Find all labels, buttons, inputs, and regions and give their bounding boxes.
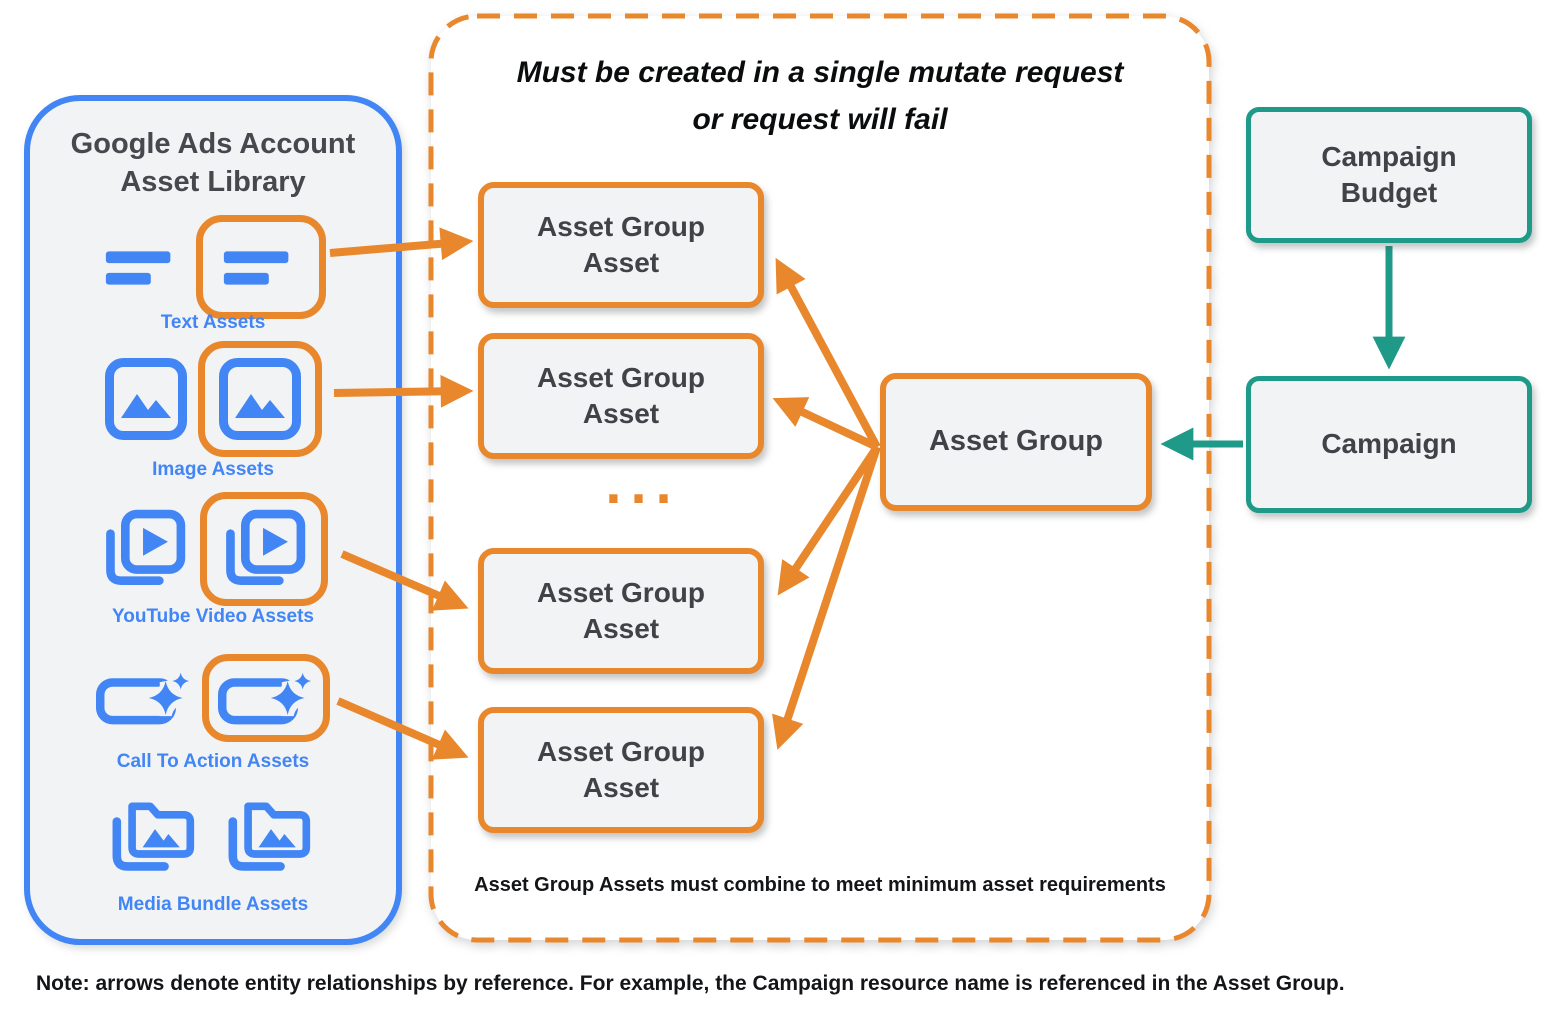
arrow-asset-group-to-box4: [772, 445, 881, 750]
arrow-asset-group-to-box2: [772, 397, 879, 451]
asset-group-asset-box-1: Asset Group Asset: [478, 182, 764, 308]
media-bundle-folder-icon: [223, 791, 319, 875]
asset-row-cta: [30, 654, 396, 742]
image-asset-highlight-outline: [198, 341, 322, 457]
asset-group-asset-box-3: Asset Group Asset: [478, 548, 764, 674]
cta-sparkle-icon: [218, 672, 312, 725]
asset-group-asset-box-2: Asset Group Asset: [478, 333, 764, 459]
media-bundle-assets-label: Media Bundle Assets: [117, 894, 309, 915]
asset-library-panel: Google Ads Account Asset Library Text As…: [24, 95, 402, 945]
cta-sparkle-highlight-outline: [202, 654, 330, 742]
asset-group-box: Asset Group: [880, 373, 1152, 511]
arrow-video-asset-to-box3: [340, 550, 469, 611]
video-stack-icon: [226, 509, 306, 585]
media-bundle-folder-icon: [107, 791, 203, 875]
video-stack-icon: [98, 506, 190, 592]
image-assets-label: Image Assets: [152, 459, 274, 480]
asset-row-text: [30, 215, 396, 319]
campaign-budget-box: Campaign Budget: [1246, 107, 1532, 243]
mutate-request-title-line2: or request will fail: [692, 102, 948, 136]
image-asset-icon: [104, 357, 188, 441]
more-asset-group-assets-ellipsis: ...: [605, 451, 681, 516]
minimum-requirements-caption: Asset Group Assets must combine to meet …: [474, 874, 1166, 896]
cta-sparkle-icon: [96, 668, 192, 728]
youtube-video-assets-label: YouTube Video Assets: [111, 606, 314, 627]
text-asset-icon: [223, 251, 289, 285]
call-to-action-assets-label: Call To Action Assets: [116, 751, 310, 772]
arrow-text-asset-to-box1: [329, 227, 474, 261]
arrow-cta-asset-to-box4: [336, 697, 469, 760]
video-stack-highlight-outline: [200, 492, 328, 606]
text-asset-icon: [100, 238, 186, 296]
text-assets-label: Text Assets: [160, 312, 266, 333]
mutate-request-title: Must be created in a single mutate reque…: [431, 50, 1209, 143]
asset-row-video: [30, 492, 396, 606]
image-asset-icon: [219, 358, 301, 440]
arrow-asset-group-to-box1: [775, 257, 881, 449]
asset-group-asset-box-4: Asset Group Asset: [478, 707, 764, 833]
campaign-box: Campaign: [1246, 376, 1532, 513]
asset-library-title: Google Ads Account Asset Library: [70, 128, 356, 199]
text-asset-highlight-outline: [196, 215, 326, 319]
arrow-image-asset-to-box2: [333, 374, 474, 408]
mutate-request-title-line1: Must be created in a single mutate reque…: [516, 56, 1124, 89]
asset-row-image: [30, 341, 396, 457]
footnote: Note: arrows denote entity relationships…: [36, 972, 1345, 995]
asset-row-media-bundle: [30, 791, 396, 875]
arrow-asset-group-to-box3: [777, 444, 881, 596]
